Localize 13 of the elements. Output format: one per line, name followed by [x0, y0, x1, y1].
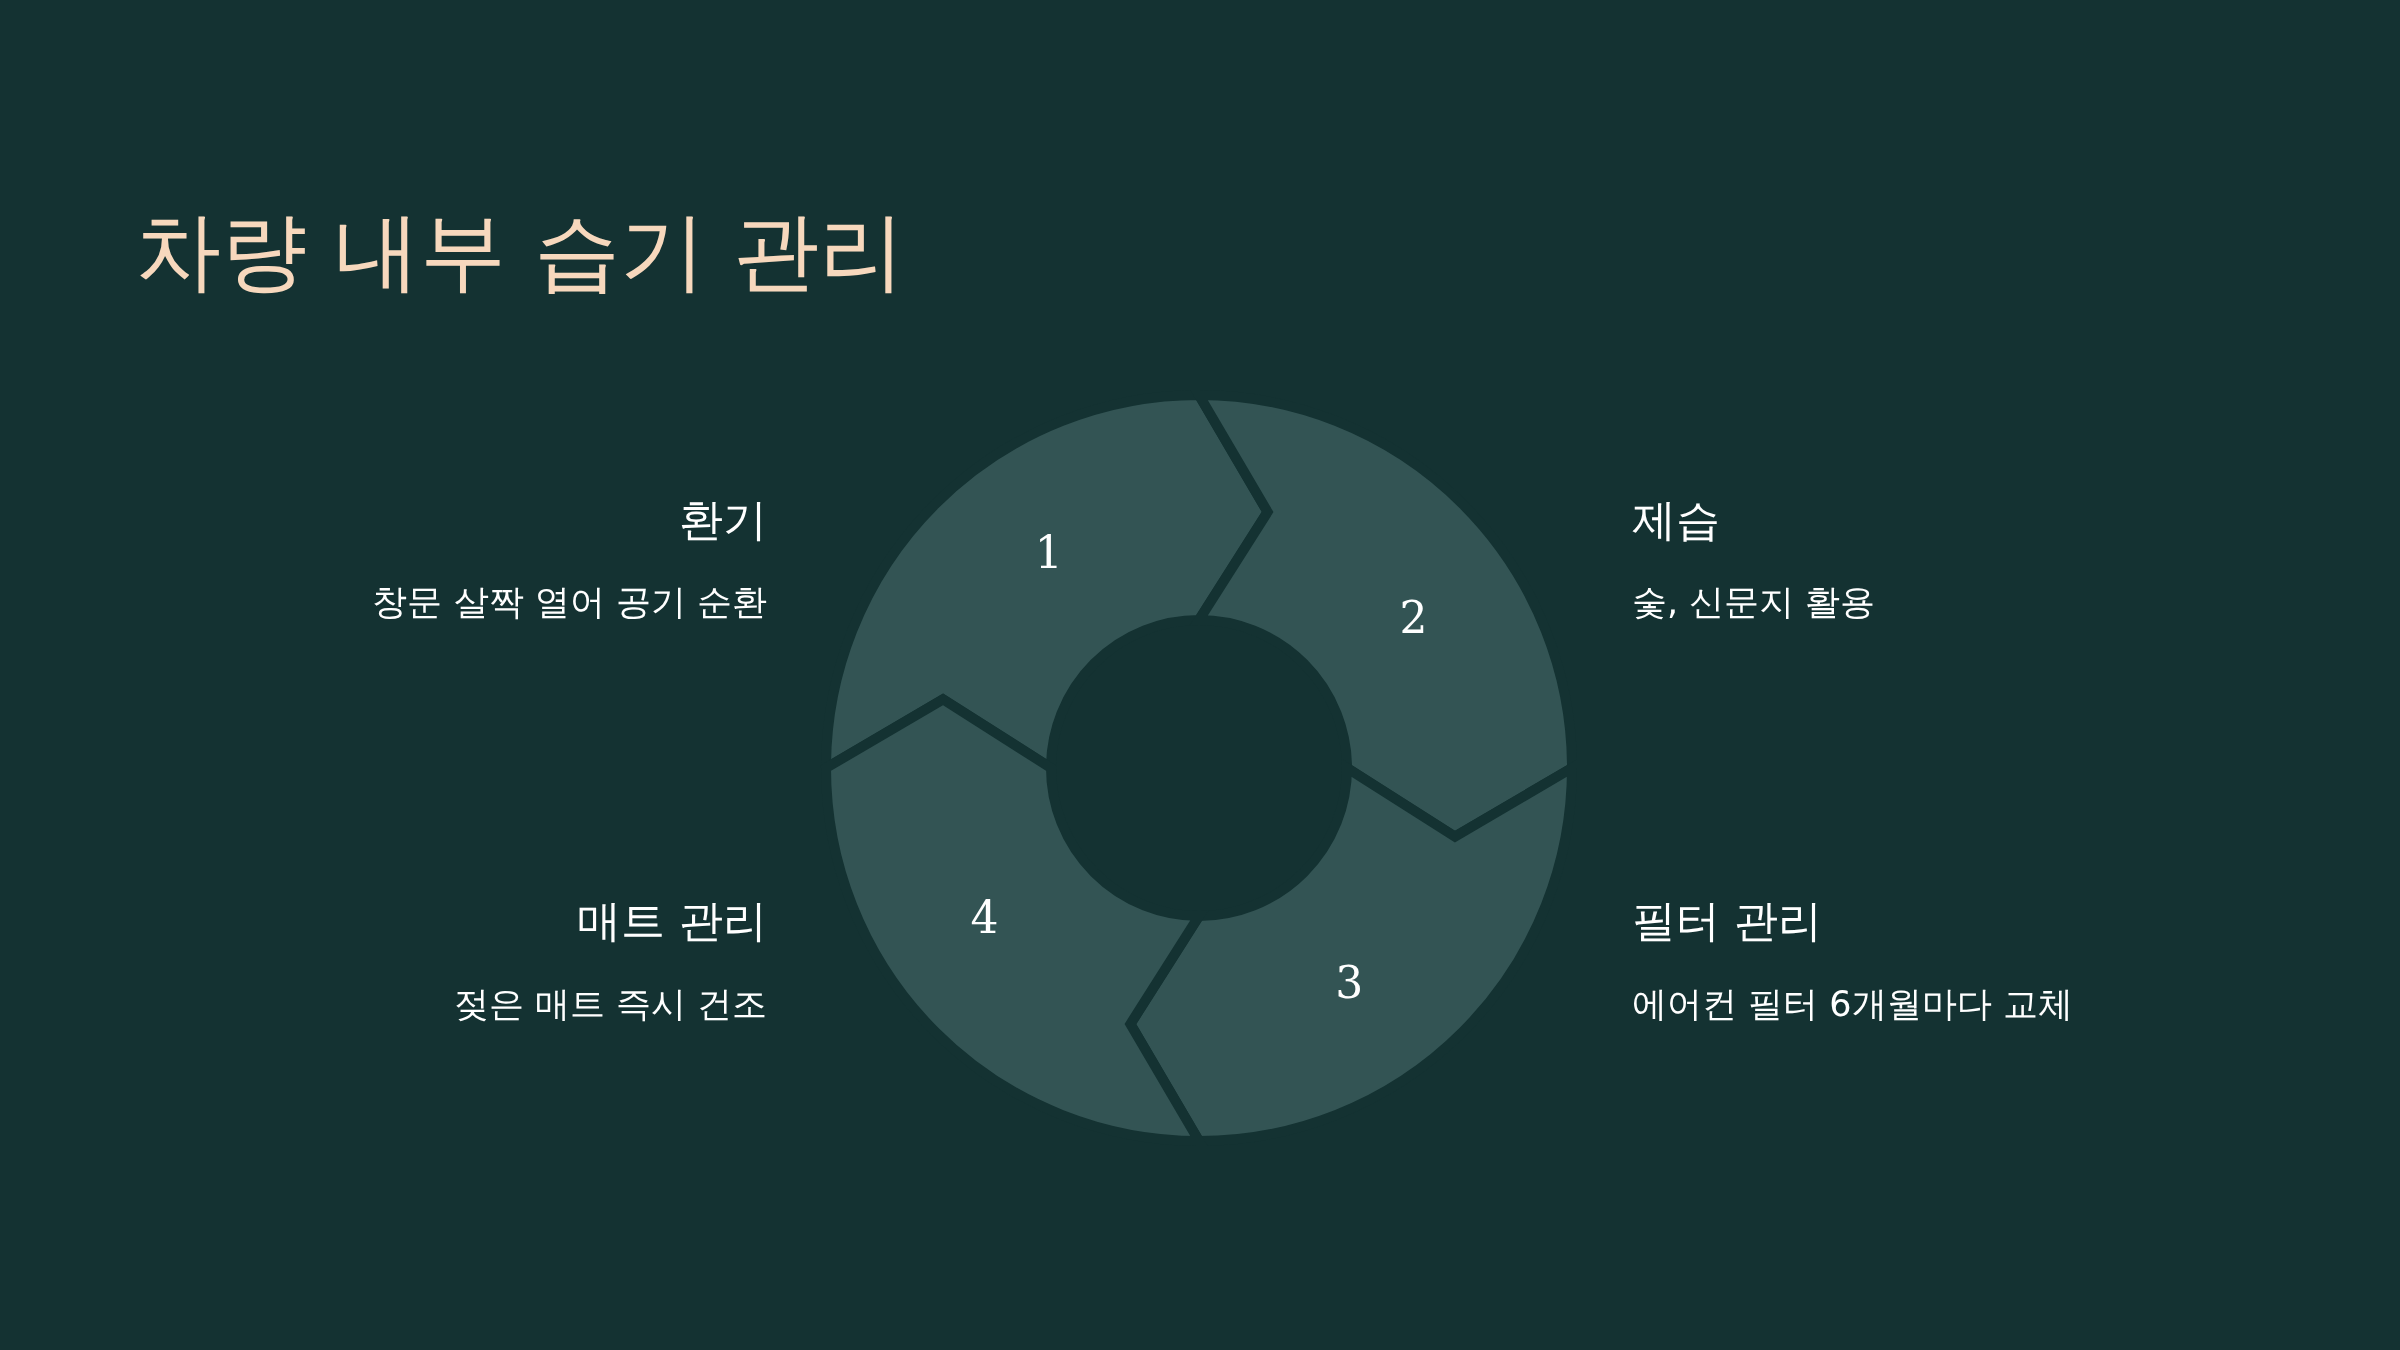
step-number: 1 — [1034, 531, 1063, 576]
step-description: 창문 살짝 열어 공기 순환 — [372, 581, 767, 623]
step-heading: 필터 관리 — [1632, 894, 1822, 948]
step-number: 3 — [1335, 960, 1364, 1005]
step-heading: 제습 — [1632, 493, 1720, 547]
title: 차량 내부 습기 관리 — [135, 200, 905, 303]
step-description: 젖은 매트 즉시 건조 — [453, 983, 767, 1025]
step-number: 4 — [970, 896, 999, 941]
step-number: 2 — [1399, 595, 1428, 640]
step-description: 숯, 신문지 활용 — [1632, 581, 1876, 623]
step-heading: 환기 — [679, 493, 767, 547]
step-description: 에어컨 필터 6개월마다 교체 — [1632, 983, 2073, 1025]
step-heading: 매트 관리 — [577, 894, 767, 948]
